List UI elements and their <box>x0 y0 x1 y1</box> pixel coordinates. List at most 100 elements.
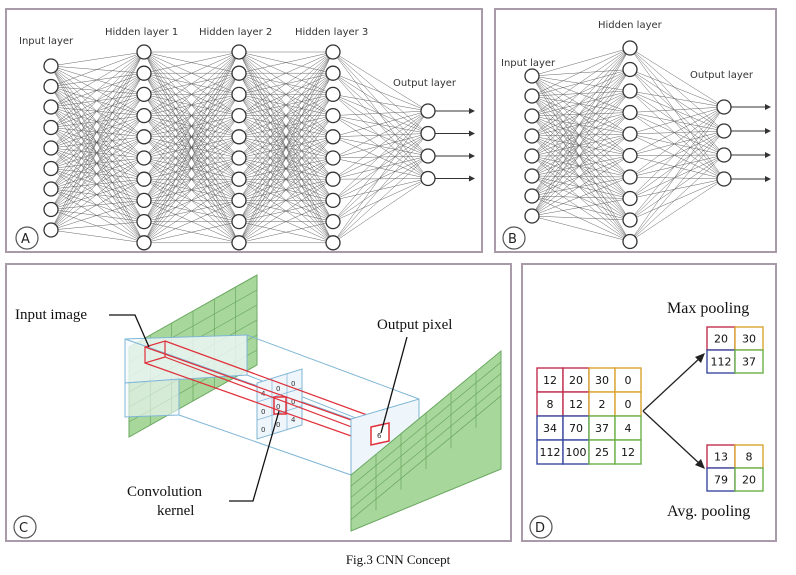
grid-cell: 79 <box>706 467 736 492</box>
output-arrowhead <box>469 108 475 114</box>
neuron-node <box>622 40 638 56</box>
grid-cell: 30 <box>734 326 764 351</box>
neuron-node <box>43 222 59 238</box>
neuron-node <box>524 148 540 164</box>
panel-b-shallow-network: Input layer Hidden layer Output layer B <box>494 8 777 253</box>
neuron-node <box>420 103 436 119</box>
panel-letter: C <box>19 521 28 536</box>
neuron-node <box>325 150 341 166</box>
svg-text:0: 0 <box>291 398 295 406</box>
neuron-node <box>43 78 59 95</box>
grid-cell: 12 <box>562 391 590 417</box>
grid-cell: 20 <box>706 326 736 351</box>
receptive-field-lines <box>144 340 390 444</box>
output-arrowhead <box>469 153 475 159</box>
output-arrowhead <box>765 176 771 182</box>
neuron-node <box>622 83 638 99</box>
neuron-node <box>43 119 59 136</box>
grid-cell: 13 <box>706 444 736 469</box>
neuron-node <box>136 150 152 166</box>
grid-cell: 4 <box>614 415 642 441</box>
neuron-node <box>524 108 540 124</box>
neuron-node <box>716 147 732 163</box>
neuron-node <box>622 212 638 228</box>
hidden-layer-label: Hidden layer <box>598 20 663 31</box>
neuron-node <box>136 171 152 187</box>
svg-text:0: 0 <box>276 421 280 429</box>
neuron-node <box>231 192 247 209</box>
neuron-node <box>231 235 247 251</box>
grid-cell: 2 <box>588 391 616 417</box>
grid-cell: 20 <box>734 467 764 492</box>
hidden-layer-1-label: Hidden layer 1 <box>105 27 178 38</box>
grid-value: 30 <box>595 374 609 387</box>
neuron-node <box>622 126 638 142</box>
grid-value: 12 <box>621 446 635 459</box>
neuron-node <box>325 86 341 103</box>
neuron-node <box>325 171 341 187</box>
grid-value: 20 <box>714 333 728 346</box>
grid-cell: 34 <box>536 415 564 441</box>
output-arrowhead <box>765 152 771 158</box>
grid-cell: 0 <box>614 367 642 393</box>
neuron-node <box>43 201 59 218</box>
network-b-edges-and-nodes <box>524 40 771 250</box>
output-pixel-pointer <box>380 336 408 434</box>
grid-cell: 100 <box>562 439 590 465</box>
output-pixel-label: Output pixel <box>377 317 452 333</box>
neuron-node <box>43 181 59 197</box>
input-image-pointer <box>109 314 150 348</box>
neuron-node <box>524 88 540 104</box>
grid-value: 12 <box>543 374 557 387</box>
neuron-node <box>43 140 59 156</box>
grid-cell: 12 <box>614 439 642 465</box>
neuron-node <box>524 128 540 144</box>
kernel-label-line1: Convolution <box>127 484 203 500</box>
input-layer-label: Input layer <box>501 58 556 69</box>
output-arrowhead <box>469 175 475 182</box>
hidden-layer-3-label: Hidden layer 3 <box>295 27 368 38</box>
grid-cell: 37 <box>588 415 616 441</box>
neuron-node <box>622 190 638 207</box>
neuron-node <box>231 129 247 145</box>
grid-value: 0 <box>625 398 632 411</box>
panel-letter: B <box>508 232 517 247</box>
neuron-node <box>716 99 732 115</box>
neuron-node <box>524 68 540 84</box>
neuron-node <box>325 65 341 81</box>
hidden-layer-2-label: Hidden layer 2 <box>199 27 272 38</box>
grid-value: 4 <box>625 422 632 435</box>
neuron-node <box>231 107 247 124</box>
neuron-node <box>136 129 152 145</box>
neuron-node <box>43 99 59 115</box>
kernel-pointer <box>229 410 280 502</box>
neuron-node <box>231 171 247 187</box>
neuron-node <box>325 129 341 145</box>
neuron-node <box>622 233 638 250</box>
output-layer-label: Output layer <box>690 70 754 81</box>
panel-letter: A <box>21 232 30 247</box>
svg-text:0: 0 <box>276 385 280 393</box>
grid-value: 8 <box>746 451 753 464</box>
neuron-node <box>325 107 341 124</box>
input-image-label: Input image <box>15 307 87 323</box>
neuron-node <box>622 169 638 185</box>
grid-cell: 112 <box>706 349 736 374</box>
neuron-node <box>136 235 152 251</box>
avg-arrow <box>642 410 702 466</box>
output-arrowhead <box>765 104 771 110</box>
neuron-node <box>136 213 152 230</box>
svg-text:0: 0 <box>261 408 265 416</box>
convolution-diagram: 4 0 0 0 0 0 0 0 4 6 Input image <box>13 274 502 539</box>
shallow-network-diagram: Input layer Hidden layer Output layer B <box>501 20 771 250</box>
max-pooling-label: Max pooling <box>667 300 749 317</box>
grid-cell: 8 <box>536 391 564 417</box>
grid-value: 13 <box>714 451 728 464</box>
neuron-node <box>524 208 540 224</box>
grid-value: 20 <box>742 474 756 487</box>
neuron-node <box>325 192 341 209</box>
avg-arrowhead <box>695 459 705 469</box>
neuron-node <box>325 213 341 230</box>
grid-cell: 70 <box>562 415 590 441</box>
